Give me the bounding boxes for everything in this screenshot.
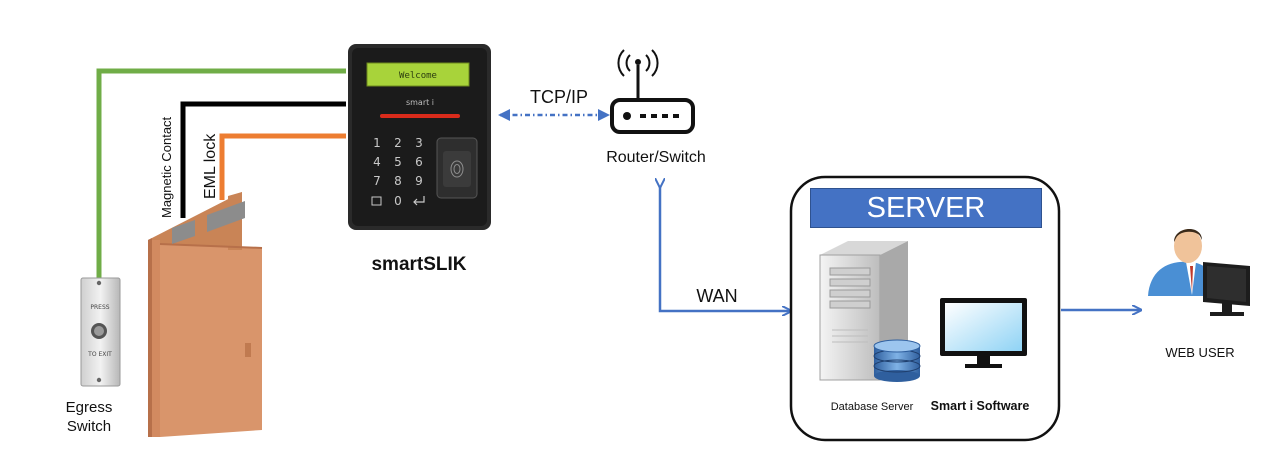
egress-label-line2: Switch	[67, 418, 111, 435]
software-label: Smart i Software	[931, 399, 1030, 413]
egress-plate-top-text: PRESS	[90, 304, 109, 311]
key-enter-icon	[413, 196, 425, 206]
key-3: 3	[415, 136, 423, 150]
server-banner: SERVER	[810, 188, 1042, 228]
device-brand: smart i	[406, 98, 434, 107]
web-user-icon	[1148, 228, 1250, 316]
magnetic-contact-sensor	[172, 220, 195, 244]
monitor-icon	[940, 298, 1027, 368]
key-6: 6	[415, 155, 423, 169]
smartslik-device: Welcome smart i 1 2 3 4 5 6 7 8 9 0	[348, 44, 491, 230]
device-name-label: smartSLIK	[371, 254, 466, 275]
green-wire	[96, 68, 346, 282]
database-label: Database Server	[831, 401, 914, 413]
key-4: 4	[373, 155, 381, 169]
fingerprint-icon	[436, 137, 478, 199]
egress-switch: PRESS TO EXIT	[80, 277, 121, 387]
key-7: 7	[373, 174, 381, 188]
router-icon	[610, 49, 695, 134]
key-5: 5	[394, 155, 402, 169]
eml-lock-label: EML lock	[202, 133, 219, 199]
router-label: Router/Switch	[606, 149, 706, 166]
wan-link	[660, 186, 790, 311]
egress-plate-bottom-text: TO EXIT	[87, 351, 112, 358]
key-0: 0	[394, 194, 402, 208]
black-wire	[180, 101, 346, 218]
orange-wire	[219, 133, 346, 200]
key-8: 8	[394, 174, 402, 188]
database-icon	[873, 339, 921, 382]
eml-lock-block	[207, 201, 245, 232]
wan-label: WAN	[696, 286, 737, 306]
door	[148, 192, 263, 437]
key-2: 2	[394, 136, 402, 150]
lcd-screen	[366, 62, 470, 87]
tcp-ip-label: TCP/IP	[530, 87, 588, 107]
web-user-label: WEB USER	[1165, 345, 1234, 360]
key-card-icon	[371, 196, 382, 206]
key-1: 1	[373, 136, 381, 150]
egress-label-line1: Egress	[66, 399, 113, 416]
lcd-text: Welcome	[399, 71, 437, 81]
magnetic-contact-label: Magnetic Contact	[159, 116, 174, 218]
status-led-bar	[380, 114, 460, 118]
key-9: 9	[415, 174, 423, 188]
keypad: 1 2 3 4 5 6 7 8 9 0	[371, 136, 425, 208]
